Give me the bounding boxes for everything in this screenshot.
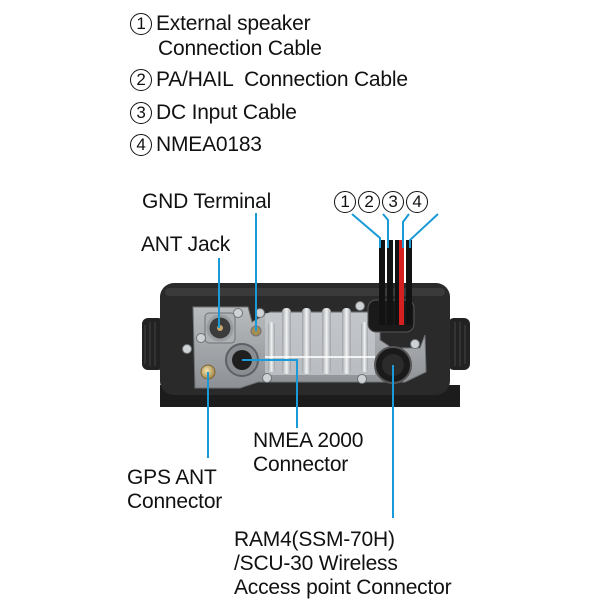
cable-3-dc-black	[395, 240, 399, 325]
cable-4	[406, 240, 412, 325]
cable-marker-4: 4	[406, 191, 428, 213]
number-badge: 1	[130, 13, 152, 35]
cable-marker-1: 1	[334, 191, 356, 213]
leader-cable-4	[409, 213, 439, 248]
label-ant-jack: ANT Jack	[141, 233, 231, 256]
label-gps-ant-line1: GPS ANT	[127, 466, 217, 489]
left-knob	[142, 318, 164, 370]
label-nmea2000-line1: NMEA 2000	[253, 429, 364, 452]
number-badge: 4	[130, 134, 152, 156]
label-ram4-line3: Access point Connector	[234, 576, 452, 599]
leader-cable-3	[402, 213, 410, 248]
label-nmea2000-line2: Connector	[253, 453, 349, 476]
cable-1	[379, 240, 385, 325]
cable-2	[387, 240, 393, 325]
cable-marker-2: 2	[358, 191, 380, 213]
number-badge: 3	[130, 102, 152, 124]
heat-sink	[265, 308, 375, 375]
leader-cable-1	[351, 213, 381, 248]
label-ram4-line1: RAM4(SSM-70H)	[234, 528, 395, 551]
leader-lines	[207, 213, 439, 518]
cable-marker-3: 3	[382, 191, 404, 213]
screws	[182, 301, 420, 384]
label-ram4-line2: /SCU-30 Wireless	[234, 552, 398, 575]
legend-item-1-line2: Connection Cable	[158, 37, 322, 60]
cables	[379, 240, 412, 325]
number-badge: 2	[130, 69, 152, 91]
label-gps-ant-line2: Connector	[127, 490, 223, 513]
leader-cable-2	[382, 213, 389, 248]
right-knob	[448, 318, 470, 370]
cable-3-dc-red	[399, 240, 404, 325]
leader-nmea2000	[242, 359, 298, 428]
label-gnd-terminal: GND Terminal	[142, 190, 272, 213]
